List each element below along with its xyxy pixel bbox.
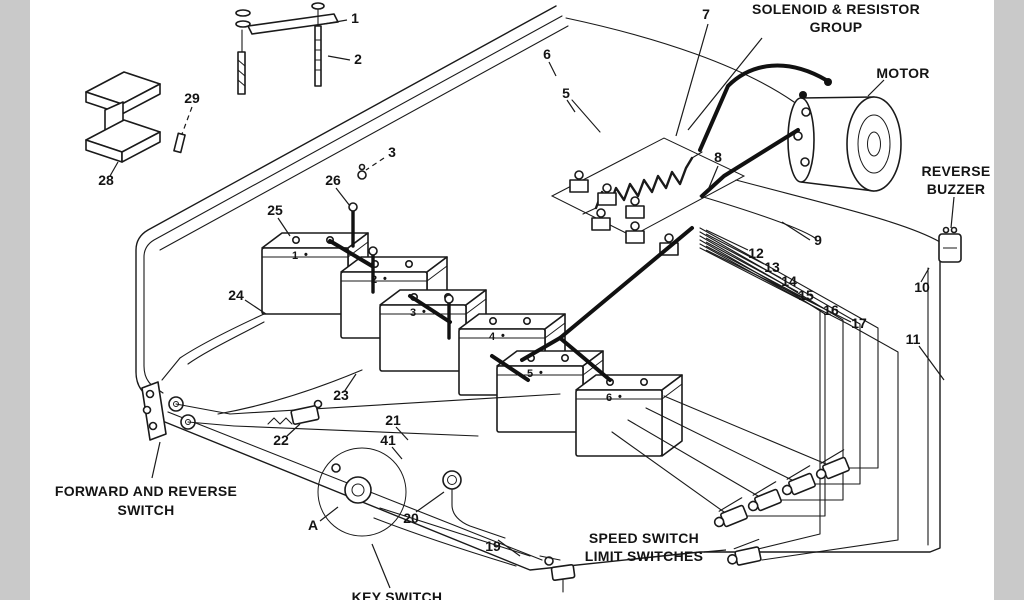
callout-leaders xyxy=(109,19,955,589)
reverse-buzzer xyxy=(938,226,962,263)
forward-reverse-label-line1: FORWARD AND REVERSE xyxy=(55,483,237,499)
motor-label: MOTOR xyxy=(876,65,929,81)
battery-number: 5 xyxy=(527,368,533,380)
micro-switch xyxy=(267,399,323,425)
callout-29: 29 xyxy=(184,90,200,106)
battery-number: 6 xyxy=(606,392,612,404)
battery-number: 4 xyxy=(489,331,496,343)
callout-3: 3 xyxy=(388,144,396,160)
terminal-mark: • xyxy=(304,249,308,261)
battery-cables xyxy=(328,202,530,382)
main-power-cables xyxy=(520,63,828,382)
letterbox-right-bar xyxy=(994,0,1024,600)
terminal-mark: • xyxy=(422,306,426,318)
callout-7: 7 xyxy=(702,6,710,22)
key-switch-label: KEY SWITCH xyxy=(352,589,443,600)
callout-28: 28 xyxy=(98,172,114,188)
callout-13: 13 xyxy=(764,259,780,275)
callout-12: 12 xyxy=(748,245,764,261)
motor xyxy=(787,78,902,192)
callout-10: 10 xyxy=(914,279,930,295)
mounting-plate xyxy=(235,2,339,95)
callout-6: 6 xyxy=(543,46,551,62)
key-switch-group xyxy=(317,447,576,593)
battery-1: 1 • xyxy=(261,232,369,315)
callout-5: 5 xyxy=(562,85,570,101)
callout-21: 21 xyxy=(385,412,401,428)
frame-wires xyxy=(135,5,941,571)
battery-6: 6 • xyxy=(575,374,683,457)
speed-switch-label-line2: LIMIT SWITCHES xyxy=(585,548,704,564)
callout-2: 2 xyxy=(354,51,362,67)
callout-26: 26 xyxy=(325,172,341,188)
battery-number: 3 xyxy=(410,307,416,319)
callout-11: 11 xyxy=(906,331,921,347)
callout-19: 19 xyxy=(485,538,501,554)
callout-8: 8 xyxy=(714,149,722,165)
callout-41: 41 xyxy=(380,432,396,448)
callout-14: 14 xyxy=(781,273,797,289)
battery-3: 3 • xyxy=(379,289,487,372)
callout-20: 20 xyxy=(403,510,419,526)
terminal-mark: • xyxy=(618,391,622,403)
battery-bank: 1 • 2 • 3 • 4 • 5 • xyxy=(261,202,683,457)
bushing xyxy=(442,470,462,490)
forward-reverse-switch xyxy=(141,313,561,441)
battery-5: 5 • xyxy=(496,350,604,433)
ref-point-a: A xyxy=(308,517,318,533)
solenoid-group-label-line1: SOLENOID & RESISTOR xyxy=(752,1,920,17)
speed-switch-label-line1: SPEED SWITCH xyxy=(589,530,699,546)
callout-1: 1 xyxy=(351,10,359,26)
battery-number: 1 xyxy=(292,250,298,262)
callout-16: 16 xyxy=(823,302,839,318)
letterbox-left-bar xyxy=(0,0,30,600)
key-switch-body xyxy=(550,563,576,582)
callout-15: 15 xyxy=(798,287,814,303)
callout-9: 9 xyxy=(814,232,822,248)
callout-24: 24 xyxy=(228,287,244,303)
motor-terminal xyxy=(799,91,807,99)
terminal-mark: • xyxy=(539,367,543,379)
callout-17: 17 xyxy=(851,315,867,331)
reverse-buzzer-label-line1: REVERSE xyxy=(921,163,990,179)
forward-reverse-label-line2: SWITCH xyxy=(117,502,174,518)
terminal-mark: • xyxy=(383,273,387,285)
solenoid-resistor-group xyxy=(550,99,746,256)
battery-4: 4 • xyxy=(458,313,566,396)
callout-23: 23 xyxy=(333,387,349,403)
ibeam-bracket xyxy=(85,71,186,163)
callout-25: 25 xyxy=(267,202,283,218)
terminal-mark: • xyxy=(501,330,505,342)
callout-numbers: 1 2 3 5 6 7 8 9 10 11 12 13 14 15 16 17 … xyxy=(98,6,930,554)
solenoid-group-label-line2: GROUP xyxy=(810,19,863,35)
callout-22: 22 xyxy=(273,432,289,448)
component-labels: SOLENOID & RESISTOR GROUP MOTOR REVERSE … xyxy=(55,1,990,600)
reverse-buzzer-label-line2: BUZZER xyxy=(927,181,986,197)
